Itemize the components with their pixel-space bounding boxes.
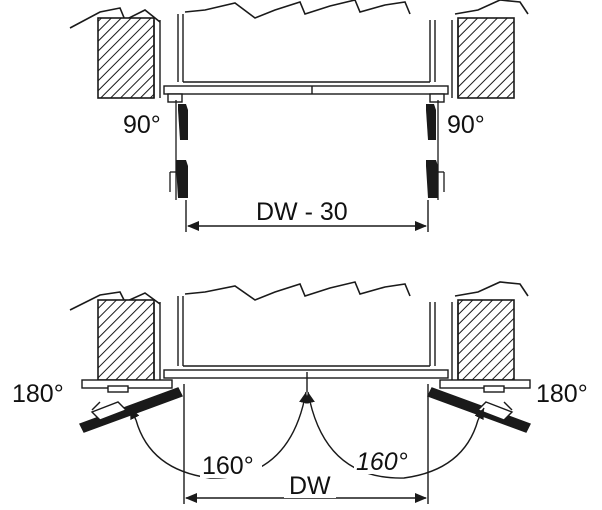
- bottom-wall-break-line: [69, 281, 529, 311]
- top-view: 90° 90° DW - 30: [69, 0, 529, 232]
- top-dimension-label-bg: [248, 200, 364, 224]
- bottom-dimension-line: [183, 384, 429, 504]
- bottom-right-door: [427, 379, 531, 433]
- top-wall-break-line: [69, 0, 529, 29]
- top-left-wall: [97, 17, 155, 99]
- bottom-right-wall: [457, 299, 515, 381]
- bottom-left-wall: [97, 299, 155, 381]
- bottom-view: 180° 180° 160° 160° DW: [12, 281, 588, 504]
- top-right-door: [426, 93, 445, 200]
- bottom-cabinet-frame: [153, 296, 459, 380]
- top-dimension-label: DW - 30: [256, 198, 348, 226]
- top-cabinet-frame: [153, 14, 459, 98]
- bottom-left-swing-label-bg: [200, 452, 262, 478]
- bottom-left-door: [79, 379, 183, 433]
- top-left-door: [167, 93, 188, 200]
- bottom-right-swing-label: 160°: [356, 448, 408, 476]
- top-right-wall: [457, 17, 515, 99]
- top-dimension-line: [185, 200, 429, 232]
- bottom-right-angle-label: 180°: [536, 380, 588, 408]
- bottom-dimension-label: DW: [289, 472, 331, 500]
- bottom-right-swing-label-bg: [354, 448, 416, 474]
- bottom-dimension-label-bg: [284, 474, 336, 498]
- bottom-swing-arcs: [129, 372, 485, 479]
- bottom-left-swing-label: 160°: [202, 452, 254, 480]
- top-right-angle-label: 90°: [447, 111, 485, 139]
- top-left-angle-label: 90°: [123, 111, 161, 139]
- bottom-left-angle-label: 180°: [12, 380, 64, 408]
